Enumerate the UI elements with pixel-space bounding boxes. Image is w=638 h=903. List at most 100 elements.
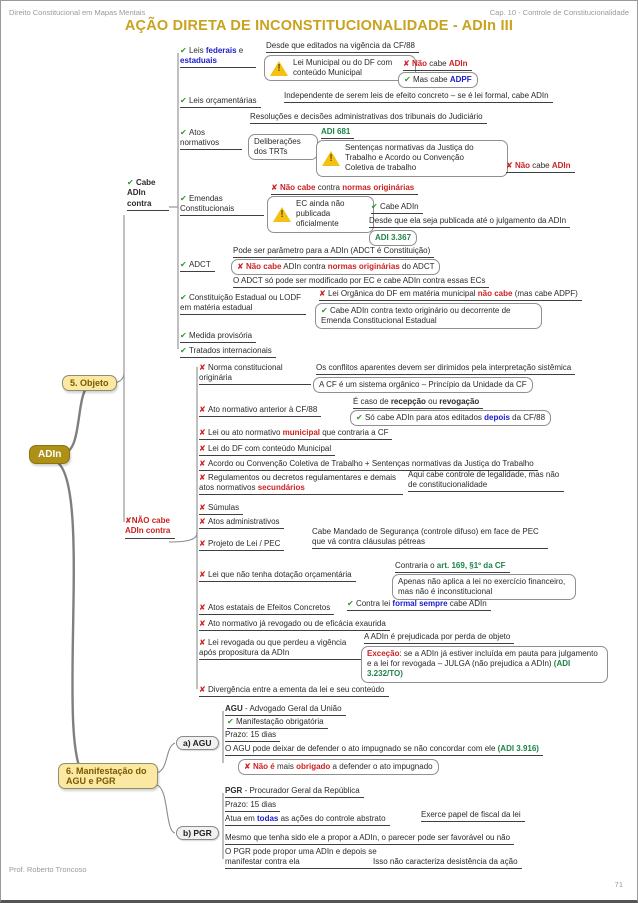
pgr-definicao: PGR - Procurador Geral da República bbox=[225, 786, 364, 799]
check-icon: ✔ bbox=[371, 202, 380, 211]
cross-icon: ✘ bbox=[199, 638, 208, 647]
note-nao-cabe-adin-2: ✘ Não cabe ADIn bbox=[506, 161, 575, 174]
note-conflitos-aparentes: Os conflitos aparentes devem ser dirimid… bbox=[316, 363, 576, 376]
note-publicada-ate-julgamento: Desde que ela seja publicada até o julga… bbox=[369, 216, 571, 229]
ref-adi-681: ADI 681 bbox=[321, 127, 355, 140]
cross-icon: ✘ bbox=[403, 59, 412, 68]
note-lei-organica-df: ✘ Lei Orgânica do DF em matéria municipa… bbox=[319, 289, 582, 302]
item-adct: ✔ ADCT bbox=[180, 260, 215, 273]
node-pgr[interactable]: b) PGR bbox=[176, 826, 219, 840]
note-lei-formal-sempre: ✔ Contra lei formal sempre cabe ADIn bbox=[347, 599, 491, 612]
check-icon: ✔ bbox=[404, 75, 413, 84]
label-nao-cabe-adin-contra: ✘NÃO cabe ADIn contra bbox=[125, 516, 175, 539]
cross-icon: ✘ bbox=[506, 161, 515, 170]
item-acordo-convencao-coletiva: ✘ Acordo ou Convenção Coletiva de Trabal… bbox=[199, 459, 538, 472]
note-adct-normas-originarias: ✘ Não cabe ADIn contra normas originária… bbox=[231, 259, 441, 276]
item-projeto-lei-pec: ✘ Projeto de Lei / PEC bbox=[199, 539, 285, 552]
note-resolucoes-tribunais: Resoluções e decisões administrativas do… bbox=[250, 112, 487, 125]
cross-icon: ✘ bbox=[271, 183, 280, 192]
warning-lei-municipal-df: Lei Municipal ou do DF com conteúdo Muni… bbox=[264, 55, 416, 82]
warning-lei-municipal-df-text: Lei Municipal ou do DF com conteúdo Muni… bbox=[293, 58, 393, 78]
cross-icon: ✘ bbox=[199, 685, 208, 694]
check-icon: ✔ bbox=[321, 306, 330, 315]
item-ato-revogado-exaurido: ✘ Ato normativo já revogado ou de eficác… bbox=[199, 619, 390, 632]
cross-icon: ✘ bbox=[237, 262, 246, 271]
check-icon: ✔ bbox=[180, 293, 189, 302]
item-divergencia-ementa: ✘ Divergência entre a ementa da lei e se… bbox=[199, 685, 389, 698]
note-vigencia-cf88: Desde que editados na vigência da CF/88 bbox=[266, 41, 419, 54]
cross-icon: ✘ bbox=[199, 539, 208, 548]
note-recepcao-revogacao: É caso de recepção ou revogação bbox=[353, 397, 484, 410]
warning-icon bbox=[270, 60, 288, 76]
cross-icon: ✘ bbox=[199, 603, 208, 612]
note-contraria-art169: Contraria o art. 169, §1º da CF bbox=[395, 561, 510, 574]
pgr-prazo: Prazo: 15 dias bbox=[225, 800, 281, 813]
node-objeto[interactable]: 5. Objeto bbox=[62, 375, 117, 391]
ref-adi-3367: ADI 3.367 bbox=[369, 230, 418, 247]
note-perda-de-objeto: A ADIn é prejudicada por perda de objeto bbox=[364, 632, 515, 645]
header-right: Cap. 10 - Controle de Constitucionalidad… bbox=[489, 8, 629, 17]
note-mas-cabe-adpf: ✔ Mas cabe ADPF bbox=[398, 72, 478, 89]
item-medida-provisoria: ✔ Medida provisória bbox=[180, 331, 257, 344]
check-icon: ✔ bbox=[180, 96, 189, 105]
node-agu[interactable]: a) AGU bbox=[176, 736, 219, 750]
agu-pode-deixar-defender: O AGU pode deixar de defender o ato impu… bbox=[225, 744, 543, 757]
page-title: AÇÃO DIRETA DE INCONSTITUCIONALIDADE - A… bbox=[124, 18, 514, 34]
item-leis-orcamentarias: ✔ Leis orçamentárias bbox=[180, 96, 261, 109]
item-lei-df-conteudo-municipal: ✘ Lei do DF com conteúdo Municipal bbox=[199, 444, 336, 457]
note-nao-cabe-normas-originarias: ✘ Não cabe contra normas originárias bbox=[271, 183, 419, 196]
cross-icon: ✘ bbox=[244, 762, 253, 771]
cross-icon: ✘ bbox=[199, 503, 208, 512]
cross-icon: ✘ bbox=[319, 289, 328, 298]
pgr-parecer-favoravel-ou-nao: Mesmo que tenha sido ele a propor a ADIn… bbox=[225, 833, 515, 846]
cross-icon: ✘ bbox=[199, 517, 208, 526]
cross-icon: ✘ bbox=[199, 570, 208, 579]
agu-nao-obrigado: ✘ Não é mais obrigado a defender o ato i… bbox=[238, 759, 439, 776]
item-constituicao-estadual-lodf: ✔ Constituição Estadual ou LODF em matér… bbox=[180, 293, 306, 316]
note-deliberacoes-trts: Deliberações dos TRTs bbox=[248, 134, 318, 161]
item-lei-sem-dotacao: ✘ Lei que não tenha dotação orçamentária bbox=[199, 570, 356, 583]
warning-ec-nao-publicada: EC ainda não publicada oficialmente bbox=[267, 196, 374, 233]
item-tratados-internacionais: ✔ Tratados internacionais bbox=[180, 346, 276, 359]
item-atos-administrativos: ✘ Atos administrativos bbox=[199, 517, 284, 530]
node-manifestacao[interactable]: 6. Manifestação do AGU e PGR bbox=[58, 763, 158, 789]
check-icon: ✔ bbox=[180, 194, 189, 203]
cross-icon: ✘ bbox=[125, 516, 132, 525]
page-number: 71 bbox=[614, 880, 623, 889]
check-icon: ✔ bbox=[356, 413, 365, 422]
check-icon: ✔ bbox=[227, 717, 236, 726]
item-atos-normativos: ✔ Atos normativos bbox=[180, 128, 242, 151]
check-icon: ✔ bbox=[347, 599, 356, 608]
agu-definicao: AGU - Advogado Geral da União bbox=[225, 704, 346, 717]
check-icon: ✔ bbox=[180, 260, 189, 269]
note-cf-sistema-organico: A CF é um sistema orgânico – Princípio d… bbox=[313, 377, 533, 394]
item-emendas-constitucionais: ✔ Emendas Constitucionais bbox=[180, 194, 264, 217]
cross-icon: ✘ bbox=[199, 619, 208, 628]
cross-icon: ✘ bbox=[199, 473, 208, 482]
note-nao-aplica-exercicio: Apenas não aplica a lei no exercício fin… bbox=[392, 574, 576, 601]
cross-icon: ✘ bbox=[199, 444, 208, 453]
cross-icon: ✘ bbox=[199, 428, 208, 437]
header-left: Direito Constitucional em Mapas Mentais bbox=[9, 8, 146, 17]
item-ato-anterior-cf88: ✘ Ato normativo anterior à CF/88 bbox=[199, 405, 322, 418]
footer-author: Prof. Roberto Troncoso bbox=[9, 865, 87, 874]
check-icon: ✔ bbox=[180, 346, 189, 355]
agu-manifestacao-obrigatoria: ✔ Manifestação obrigatória bbox=[227, 717, 328, 730]
agu-prazo: Prazo: 15 dias bbox=[225, 730, 281, 743]
warning-sentencas-normativas: Sentenças normativas da Justiça do Traba… bbox=[316, 140, 508, 177]
pgr-nao-desistencia: Isso não caracteriza desistência da ação bbox=[373, 857, 522, 870]
note-leis-efeito-concreto: Independente de serem leis de efeito con… bbox=[284, 91, 553, 104]
label-cabe-adin-contra: ✔ Cabe ADIn contra bbox=[127, 178, 169, 212]
note-nao-cabe-adin-1: ✘ Não cabe ADIn bbox=[403, 59, 472, 72]
item-lei-revogada-apos-propositura: ✘ Lei revogada ou que perdeu a vigência … bbox=[199, 638, 365, 661]
node-adin[interactable]: ADIn bbox=[29, 445, 71, 464]
note-texto-originario-estadual: ✔ Cabe ADIn contra texto originário ou d… bbox=[315, 303, 542, 330]
note-adct-parametro: Pode ser parâmetro para a ADIn (ADCT é C… bbox=[233, 246, 435, 259]
warning-icon bbox=[322, 150, 340, 166]
item-sumulas: ✘ Súmulas bbox=[199, 503, 244, 516]
note-controle-legalidade: Aqui cabe controle de legalidade, mas nã… bbox=[408, 470, 564, 493]
note-excecao-julga: Exceção: se a ADIn já estiver incluída e… bbox=[361, 646, 608, 683]
check-icon: ✔ bbox=[180, 331, 189, 340]
